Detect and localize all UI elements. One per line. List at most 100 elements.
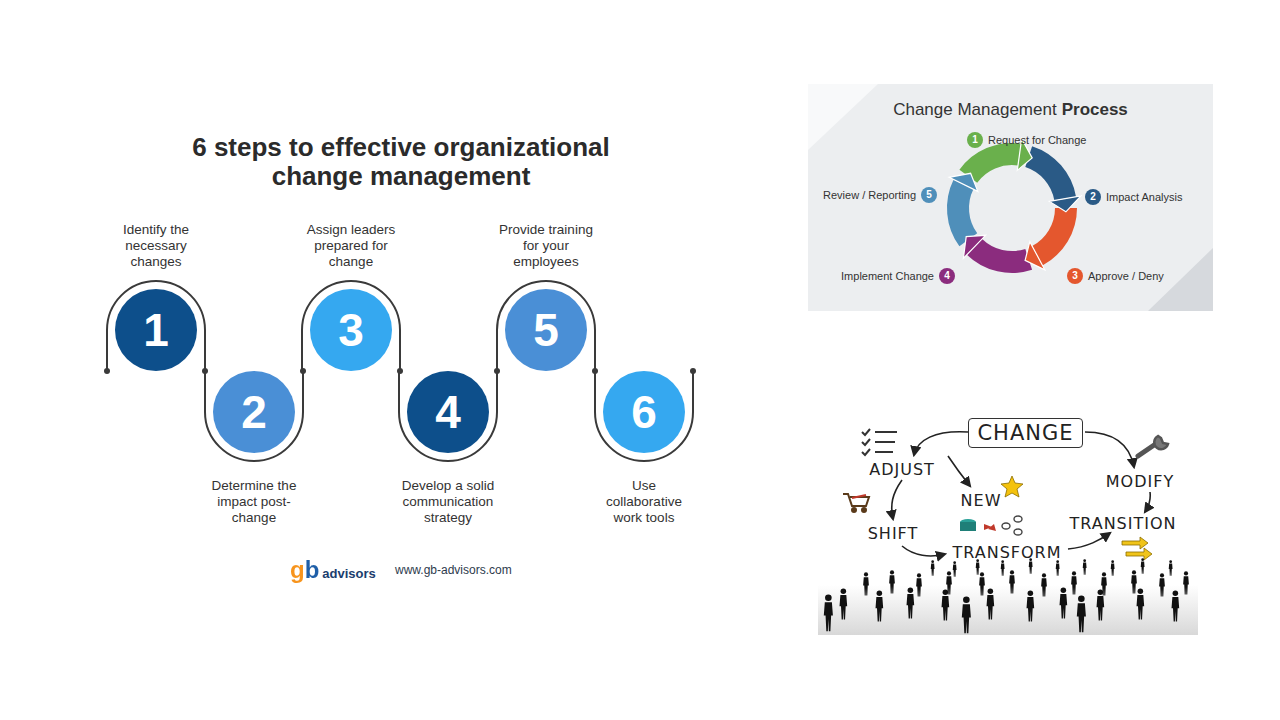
person-silhouette	[863, 572, 869, 595]
list-line	[875, 441, 895, 443]
ring-segment	[968, 154, 1019, 176]
double-arrow-icon	[1122, 537, 1152, 560]
change-word: TRANSFORM	[952, 543, 1061, 562]
person-silhouette	[1027, 590, 1035, 621]
change-word: ADJUST	[869, 460, 935, 479]
person-silhouette	[1111, 560, 1115, 575]
person-silhouette	[1183, 571, 1189, 594]
person-silhouette	[1097, 589, 1105, 620]
yellow-arrow	[1126, 548, 1152, 560]
change-word: NEW	[961, 491, 1002, 510]
curved-arrow	[914, 432, 968, 455]
person-silhouette	[840, 588, 848, 619]
star-icon	[1001, 476, 1023, 497]
wave-line	[644, 371, 693, 461]
step-label: Assign leaders prepared for change	[301, 222, 401, 270]
junction-dot	[300, 368, 306, 374]
list-line	[875, 451, 893, 453]
stage-number-circle: 3Approve / Deny	[1067, 268, 1083, 284]
label-group: gbadvisors	[290, 556, 400, 584]
person-silhouette	[876, 590, 884, 621]
step-label: Identify the necessary changes	[106, 222, 206, 270]
ring-segment	[975, 247, 1029, 262]
stage-number-circle: 4Implement Change	[939, 268, 955, 284]
person-silhouette	[1001, 560, 1005, 575]
step-circle: 4Develop a solid communication strategy	[407, 371, 489, 453]
step-label: Request for Change	[988, 134, 1086, 146]
person-silhouette	[942, 589, 950, 620]
callout-number: 1	[972, 135, 978, 145]
wrench-head	[1154, 436, 1168, 449]
ring-segment	[1029, 157, 1066, 199]
curved-arrow	[1085, 432, 1134, 467]
website-url: www.gb-advisors.com	[395, 563, 512, 577]
person-silhouette	[916, 573, 922, 596]
ring-segment	[958, 184, 968, 240]
junction-dot	[202, 368, 208, 374]
panel-background	[808, 84, 1213, 311]
diagram-title: 6 steps to effective organizational chan…	[166, 133, 636, 191]
small-arrow	[988, 524, 996, 531]
wrench-icon	[1138, 436, 1168, 456]
box-label: CHANGE	[977, 423, 1073, 444]
person-silhouette	[987, 588, 995, 619]
ring-arrowhead	[1025, 242, 1045, 270]
callout-number: 6	[631, 389, 657, 435]
person-silhouette	[953, 561, 957, 576]
junction-dot	[592, 368, 598, 374]
person-silhouette	[1009, 570, 1015, 593]
wave-connector	[156, 281, 254, 461]
panel-corner	[808, 84, 878, 150]
callout-number: 3	[338, 307, 364, 353]
curved-arrow	[1068, 533, 1110, 549]
person-silhouette	[1169, 560, 1173, 575]
person-silhouette	[1077, 596, 1086, 633]
person-silhouette	[1083, 559, 1087, 574]
process-box: CHANGE	[968, 418, 1083, 448]
step-label: Determine the impact post-change	[204, 478, 304, 526]
step-label: Develop a solid communication strategy	[398, 478, 498, 526]
step-label: Provide training for your employees	[496, 222, 596, 270]
logo-mark: gb	[290, 556, 319, 584]
curved-arrow	[902, 546, 945, 556]
small-circle	[1014, 529, 1022, 535]
panel-title: Change Management	[893, 100, 1057, 120]
step-label: Implement Change	[841, 270, 934, 282]
cart-item	[852, 495, 866, 498]
person-silhouette	[962, 597, 971, 634]
person-silhouette	[889, 570, 895, 593]
person-silhouette	[1159, 573, 1165, 596]
wave-connector	[448, 281, 546, 461]
curved-arrow	[948, 456, 970, 486]
change-word: SHIFT	[868, 524, 919, 543]
callout-number: 2	[1090, 192, 1096, 202]
floor-shadow	[818, 585, 1198, 635]
shapes-icon	[960, 516, 1022, 535]
label-group: Change ManagementProcess	[808, 100, 1213, 120]
person-silhouette	[979, 572, 985, 595]
cart-body	[843, 494, 869, 506]
callout-number: 1	[143, 307, 169, 353]
ring-arrowheads	[949, 139, 1081, 270]
list-line	[875, 431, 897, 433]
crowd	[824, 558, 1189, 633]
wave-connector	[546, 281, 644, 461]
person-silhouette	[1071, 571, 1077, 594]
person-silhouette	[931, 560, 935, 575]
ring-arrowhead	[949, 173, 978, 191]
callout-number: 4	[944, 271, 950, 281]
ring-arrowhead	[963, 235, 985, 258]
ring-segment	[1037, 208, 1066, 256]
checklist-icon	[862, 429, 897, 455]
step-circle: 5Provide training for your employees	[505, 289, 587, 371]
person-silhouette	[1041, 573, 1047, 596]
stage-number-circle: 1Request for Change	[967, 132, 983, 148]
junction-dot	[104, 368, 110, 374]
step-label: Review / Reporting	[823, 189, 916, 201]
cycle-ring	[958, 154, 1066, 262]
callout-number: 4	[435, 389, 461, 435]
callout-number: 5	[533, 307, 559, 353]
cylinder-body	[960, 522, 976, 531]
